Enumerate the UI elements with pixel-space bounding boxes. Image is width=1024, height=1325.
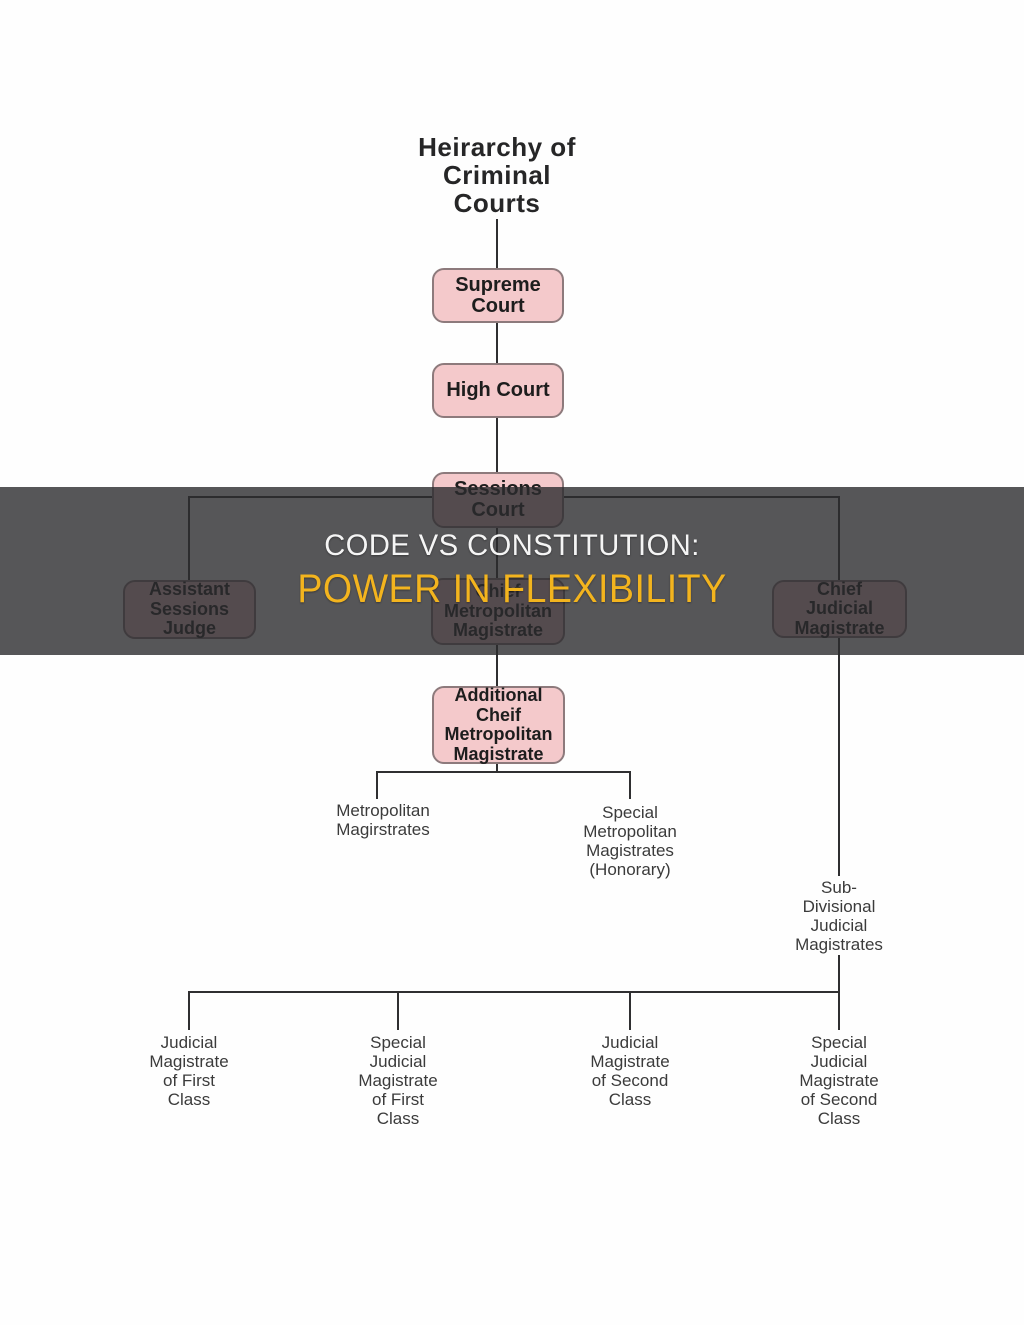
node-special-judicial-magistrate-second-class: Special Judicial Magistrate of Second Cl… [799, 1033, 879, 1128]
connector-line [376, 771, 378, 799]
connector-line [496, 645, 498, 686]
title-banner-overlay: CODE VS CONSTITUTION: POWER IN FLEXIBILI… [0, 487, 1024, 655]
connector-line [838, 638, 840, 876]
connector-line [496, 219, 498, 268]
connector-line [496, 764, 498, 772]
node-supreme-court: Supreme Court [432, 268, 564, 323]
node-additional-chief-metropolitan-magistrate: Additional Cheif Metropolitan Magistrate [432, 685, 565, 764]
connector-line [629, 771, 631, 799]
node-metropolitan-magistrates: Metropolitan Magirstrates [336, 801, 430, 839]
connector-line [838, 955, 840, 993]
connector-line [496, 322, 498, 363]
connector-line [376, 771, 631, 773]
node-judicial-magistrate-second-class: Judicial Magistrate of Second Class [590, 1033, 670, 1109]
connector-line [496, 417, 498, 472]
banner-title-line1: CODE VS CONSTITUTION: [324, 529, 700, 562]
node-sub-divisional-judicial-magistrates: Sub- Divisional Judicial Magistrates [795, 878, 883, 954]
diagram-title: Heirarchy of Criminal Courts [418, 132, 576, 218]
connector-line [188, 991, 840, 993]
node-special-metropolitan-magistrates: Special Metropolitan Magistrates (Honora… [583, 803, 677, 879]
connector-line [397, 991, 399, 1030]
connector-line [629, 991, 631, 1030]
node-judicial-magistrate-first-class: Judicial Magistrate of First Class [149, 1033, 229, 1109]
banner-title-line2: POWER IN FLEXIBILITY [297, 567, 727, 611]
connector-line [838, 991, 840, 1030]
node-high-court: High Court [432, 363, 564, 418]
node-special-judicial-magistrate-first-class: Special Judicial Magistrate of First Cla… [358, 1033, 438, 1128]
connector-line [188, 991, 190, 1030]
